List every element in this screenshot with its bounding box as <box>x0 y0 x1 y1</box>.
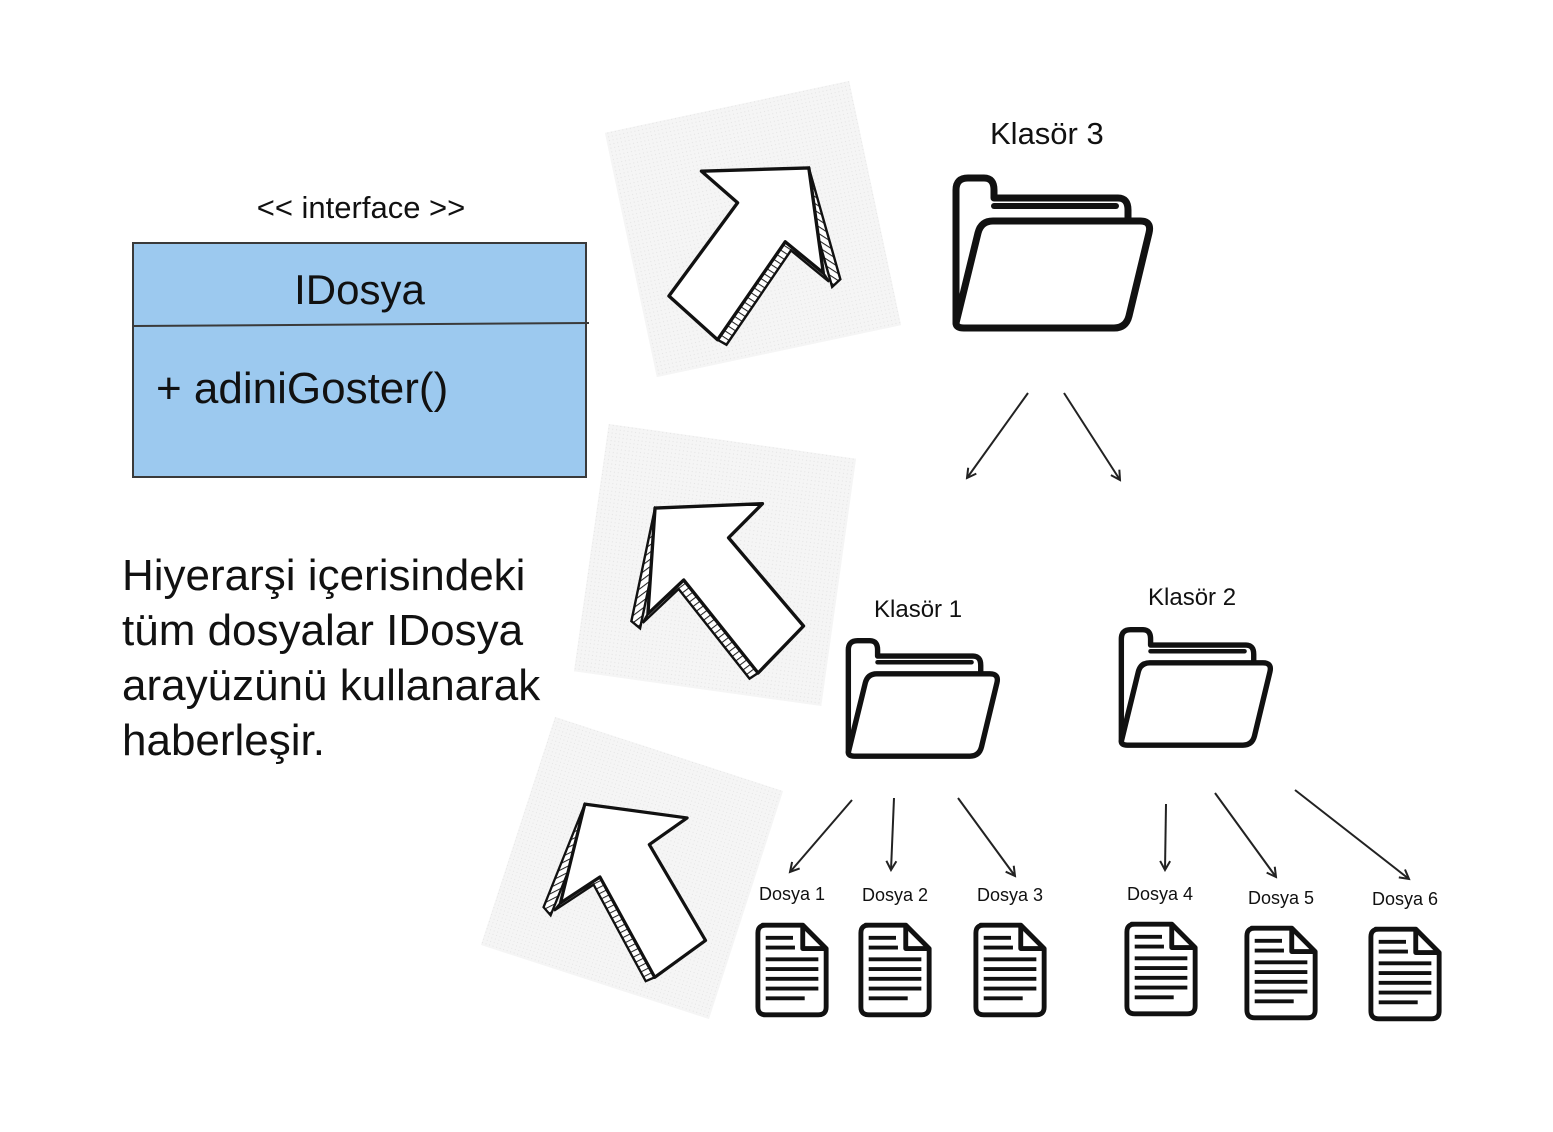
hand-drawn-arrow-icon <box>573 423 857 707</box>
uml-interface-name: IDosya <box>294 266 425 313</box>
file-label: Dosya 4 <box>1127 884 1194 904</box>
document-icon <box>1371 929 1439 1019</box>
folder-label-root: Klasör 3 <box>990 116 1104 151</box>
file-label: Dosya 2 <box>862 885 929 905</box>
file-label: Dosya 3 <box>977 885 1044 905</box>
document-icon <box>1247 928 1315 1018</box>
uml-interface-box: IDosya + adiniGoster() <box>132 242 589 478</box>
document-icon <box>861 925 929 1015</box>
document-icon <box>758 925 826 1015</box>
uml-method: + adiniGoster() <box>156 364 449 413</box>
file-label: Dosya 6 <box>1372 889 1439 909</box>
description-text: Hiyerarşi içerisindeki tüm dosyalar IDos… <box>122 551 541 765</box>
file-label: Dosya 5 <box>1248 888 1315 908</box>
uml-stereotype: << interface >> <box>256 190 466 225</box>
folder-label-right: Klasör 2 <box>1148 584 1237 611</box>
document-icon <box>1127 924 1195 1014</box>
hierarchy-connectors <box>790 392 1409 879</box>
file-label: Dosya 1 <box>759 884 826 904</box>
folder-icon <box>956 178 1150 328</box>
uml-divider <box>134 322 589 327</box>
hand-drawn-arrow-icon <box>604 80 902 378</box>
folder-icon <box>848 641 997 756</box>
folder-icon <box>1121 630 1270 745</box>
document-icon <box>976 925 1044 1015</box>
folder-label-left: Klasör 1 <box>874 596 963 623</box>
